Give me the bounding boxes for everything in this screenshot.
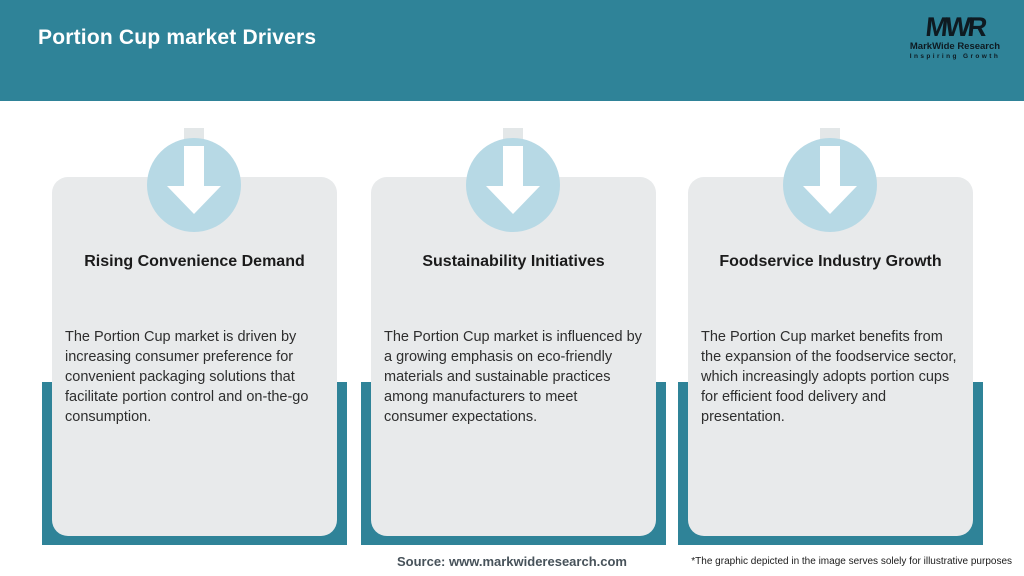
down-arrow-icon — [783, 138, 877, 232]
source-text: Source: www.markwideresearch.com — [396, 554, 627, 569]
driver-card-rising-convenience: Rising Convenience Demand The Portion Cu… — [52, 177, 337, 536]
logo-tagline: Inspiring Growth — [909, 53, 1001, 60]
down-arrow-icon — [466, 138, 560, 232]
markwide-logo: MWR MarkWide Research Inspiring Growth — [900, 12, 1010, 60]
card-title: Foodservice Industry Growth — [719, 253, 942, 270]
down-arrow-icon — [147, 138, 241, 232]
card-title: Sustainability Initiatives — [422, 253, 605, 270]
card-body: The Portion Cup market is influenced by … — [384, 329, 642, 425]
card-body: The Portion Cup market benefits from the… — [701, 329, 957, 425]
card-title: Rising Convenience Demand — [84, 253, 305, 270]
logo-name: MarkWide Research — [909, 41, 1001, 52]
page-title: Portion Cup market Drivers — [38, 26, 317, 49]
logo-monogram-icon: MWR — [924, 12, 986, 42]
header-bar: Portion Cup market Drivers MWR MarkWide … — [0, 0, 1024, 101]
card-body: The Portion Cup market is driven by incr… — [65, 329, 309, 425]
disclaimer-text: *The graphic depicted in the image serve… — [691, 556, 1012, 567]
driver-card-sustainability: Sustainability Initiatives The Portion C… — [371, 177, 656, 536]
driver-card-foodservice: Foodservice Industry Growth The Portion … — [688, 177, 973, 536]
